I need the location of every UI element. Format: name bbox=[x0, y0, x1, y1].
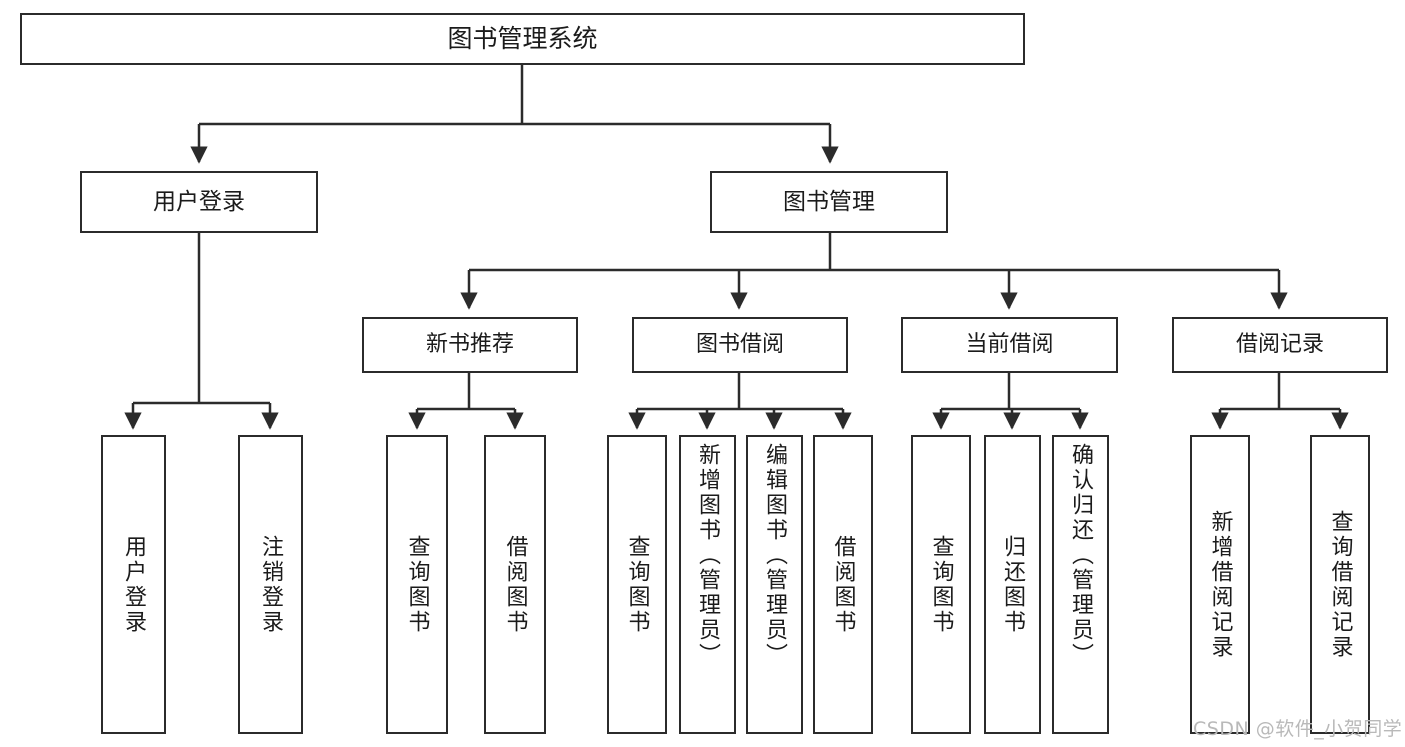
node-leaf-borrow-book[interactable]: 借阅图书 bbox=[813, 435, 873, 734]
node-leaf-edit-book-admin-label: 编辑图书（管理员） bbox=[762, 443, 788, 668]
node-leaf-query-book-current[interactable]: 查询图书 bbox=[911, 435, 971, 734]
node-leaf-query-borrow-record[interactable]: 查询借阅记录 bbox=[1310, 435, 1370, 734]
node-leaf-return-book[interactable]: 归还图书 bbox=[984, 435, 1041, 734]
node-borrow-record[interactable]: 借阅记录 bbox=[1172, 317, 1388, 373]
node-leaf-borrow-book-rec-label: 借阅图书 bbox=[502, 534, 528, 635]
node-root-label: 图书管理系统 bbox=[447, 24, 598, 54]
node-leaf-add-book-admin-label: 新增图书（管理员） bbox=[695, 443, 721, 668]
node-new-book-rec[interactable]: 新书推荐 bbox=[362, 317, 578, 373]
watermark-text: CSDN @软件_小贺同学 bbox=[1193, 718, 1403, 740]
node-leaf-borrow-book-rec[interactable]: 借阅图书 bbox=[484, 435, 546, 734]
node-leaf-query-borrow-record-label: 查询借阅记录 bbox=[1327, 509, 1353, 660]
node-book-manage[interactable]: 图书管理 bbox=[710, 171, 948, 233]
node-leaf-query-book-rec[interactable]: 查询图书 bbox=[386, 435, 448, 734]
node-leaf-add-borrow-record[interactable]: 新增借阅记录 bbox=[1190, 435, 1250, 734]
node-new-book-rec-label: 新书推荐 bbox=[425, 332, 514, 358]
node-leaf-query-book-borrow-label: 查询图书 bbox=[624, 534, 650, 635]
node-leaf-add-book-admin[interactable]: 新增图书（管理员） bbox=[679, 435, 736, 734]
node-leaf-confirm-return-admin-label: 确认归还（管理员） bbox=[1068, 443, 1094, 668]
node-book-manage-label: 图书管理 bbox=[783, 188, 875, 215]
node-current-borrow[interactable]: 当前借阅 bbox=[901, 317, 1118, 373]
node-root[interactable]: 图书管理系统 bbox=[20, 13, 1025, 65]
node-leaf-query-book-borrow[interactable]: 查询图书 bbox=[607, 435, 667, 734]
node-leaf-user-logout-label: 注销登录 bbox=[258, 534, 284, 635]
node-book-borrow-label: 图书借阅 bbox=[695, 332, 784, 358]
node-leaf-confirm-return-admin[interactable]: 确认归还（管理员） bbox=[1052, 435, 1109, 734]
node-user-login[interactable]: 用户登录 bbox=[80, 171, 318, 233]
node-leaf-user-login-label: 用户登录 bbox=[121, 534, 147, 635]
node-leaf-user-login[interactable]: 用户登录 bbox=[101, 435, 166, 734]
node-user-login-label: 用户登录 bbox=[153, 188, 245, 215]
node-leaf-query-book-current-label: 查询图书 bbox=[928, 534, 954, 635]
node-leaf-query-book-rec-label: 查询图书 bbox=[404, 534, 430, 635]
node-leaf-add-borrow-record-label: 新增借阅记录 bbox=[1207, 509, 1233, 660]
node-current-borrow-label: 当前借阅 bbox=[965, 332, 1054, 358]
node-borrow-record-label: 借阅记录 bbox=[1235, 332, 1324, 358]
node-leaf-edit-book-admin[interactable]: 编辑图书（管理员） bbox=[746, 435, 803, 734]
node-leaf-return-book-label: 归还图书 bbox=[1000, 534, 1026, 635]
node-book-borrow[interactable]: 图书借阅 bbox=[632, 317, 848, 373]
node-leaf-borrow-book-label: 借阅图书 bbox=[830, 534, 856, 635]
node-leaf-user-logout[interactable]: 注销登录 bbox=[238, 435, 303, 734]
